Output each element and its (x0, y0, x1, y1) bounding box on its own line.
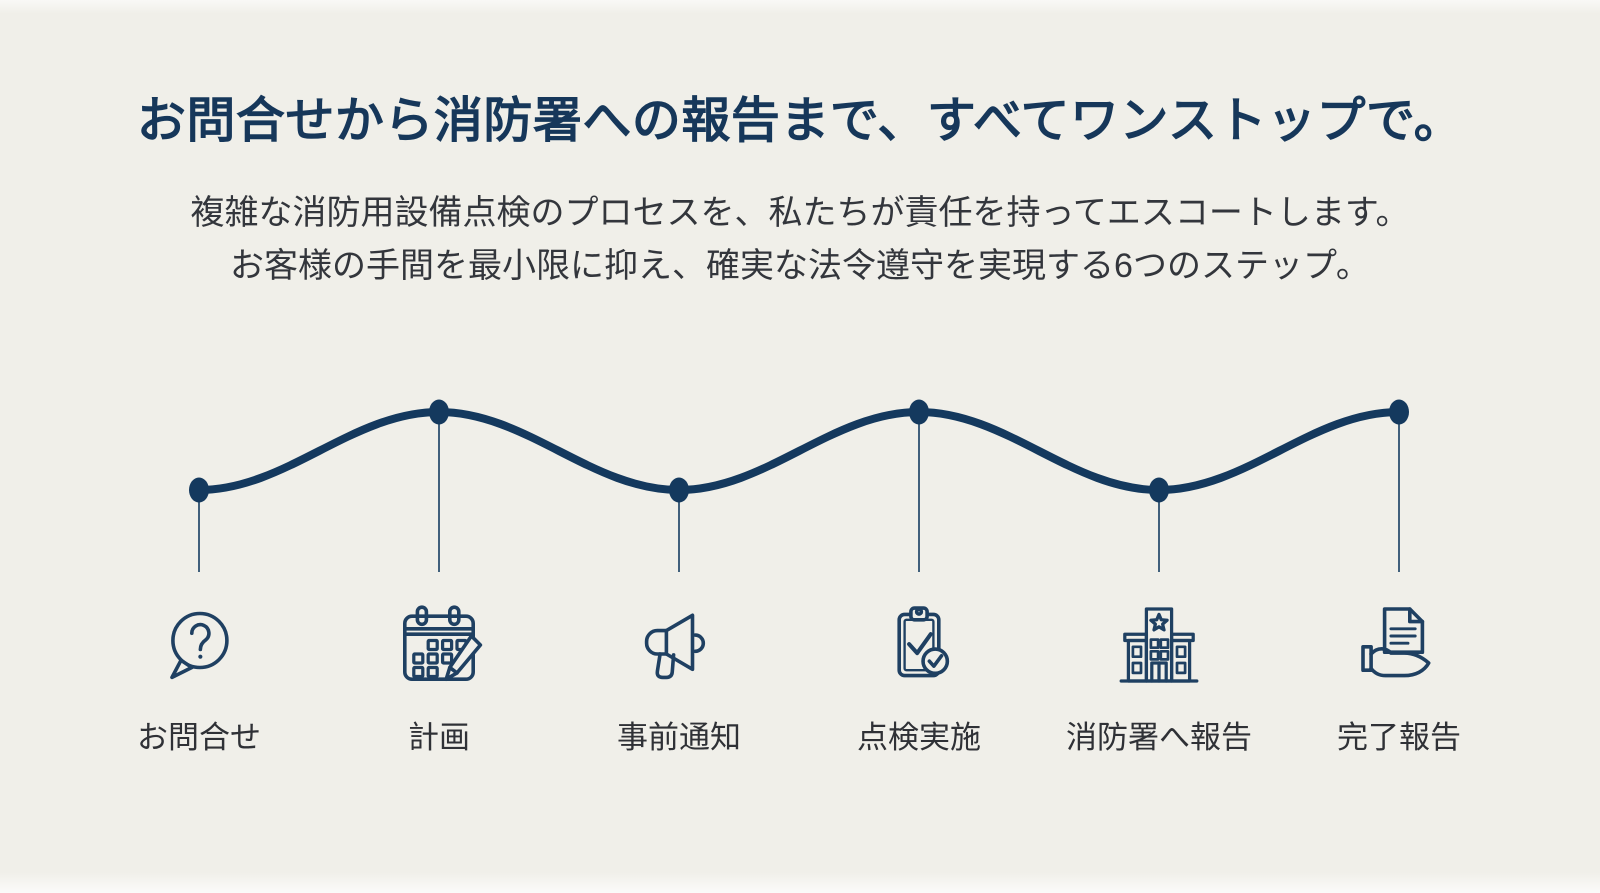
fire-station-icon (1119, 607, 1199, 683)
timeline-node-dot (189, 477, 209, 503)
step-label: 完了報告 (1337, 720, 1461, 755)
timeline-node-dot (669, 477, 689, 503)
timeline-node-dot (1389, 399, 1409, 425)
step-label: お問合せ (137, 720, 261, 755)
subtitle-line-2: お客様の手間を最小限に抑え、確実な法令遵守を実現する6つのステップ。 (230, 247, 1370, 285)
question-bubble-icon (170, 611, 229, 680)
clipboard-check-icon (897, 606, 950, 678)
timeline-node-dot (429, 399, 449, 425)
timeline-node-dot (1149, 477, 1169, 503)
calendar-pencil-icon (403, 605, 483, 681)
timeline-step-inspection: 点検実施 (799, 600, 1039, 757)
timeline-step-fire-dept-report: 消防署へ報告 (1039, 600, 1279, 757)
step-label: 点検実施 (857, 720, 981, 755)
timeline-step-plan: 計画 (319, 600, 559, 757)
step-label: 事前通知 (617, 720, 741, 755)
document-hand-icon (1361, 607, 1431, 678)
timeline-node-dot (909, 399, 929, 425)
wave-line (195, 407, 1403, 495)
timeline-step-notice: 事前通知 (559, 600, 799, 757)
page-title: お問合せから消防署への報告まで、すべてワンストップで。 (136, 94, 1464, 148)
page-subtitle: 複雑な消防用設備点検のプロセスを、私たちが責任を持ってエスコートします。 お客様… (0, 187, 1600, 293)
subtitle-line-1: 複雑な消防用設備点検のプロセスを、私たちが責任を持ってエスコートします。 (190, 194, 1410, 232)
megaphone-icon (644, 613, 706, 680)
step-label: 計画 (408, 720, 470, 755)
timeline-step-inquiry: お問合せ (79, 600, 319, 757)
timeline-step-completion-report: 完了報告 (1279, 600, 1519, 757)
step-label: 消防署へ報告 (1066, 720, 1252, 755)
